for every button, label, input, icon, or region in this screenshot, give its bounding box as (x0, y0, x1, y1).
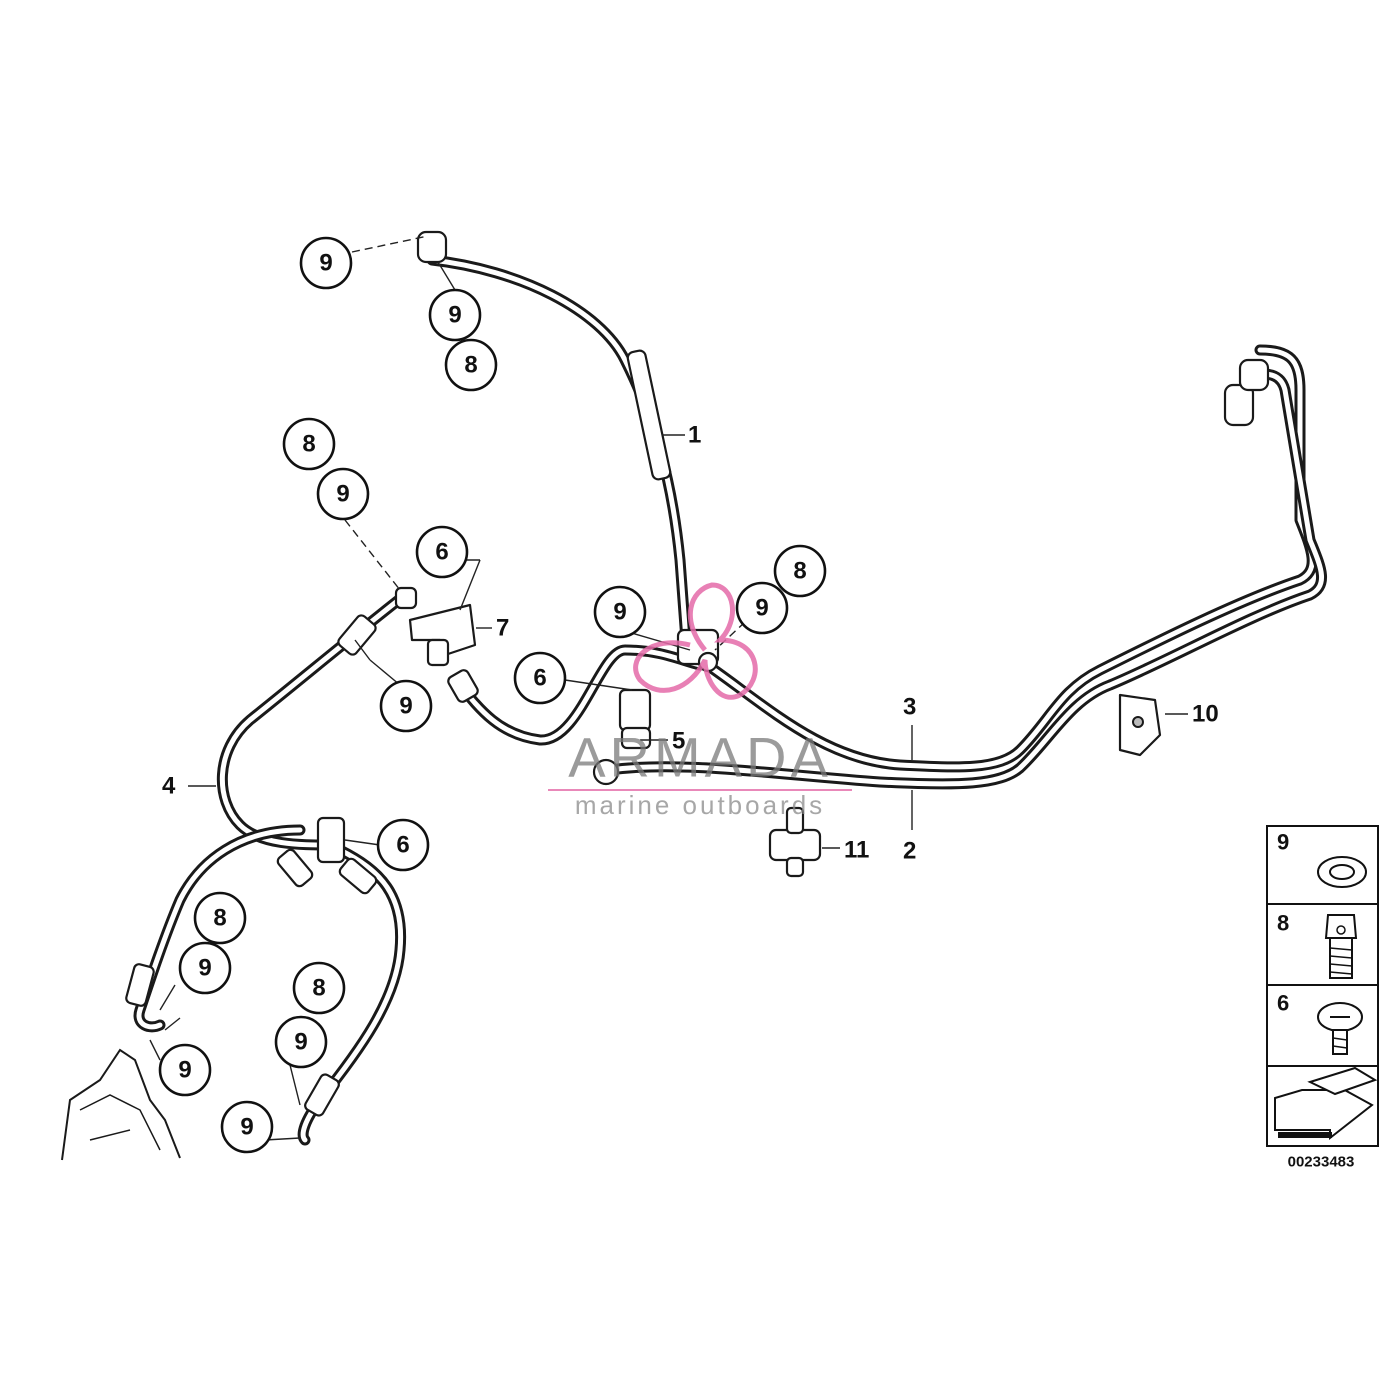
svg-text:6: 6 (435, 539, 448, 566)
line-part-2-inner (607, 371, 1325, 787)
callout-9-lower-left: 9 (178, 941, 232, 995)
diagram-reference-code: 00233483 (1288, 1154, 1355, 1171)
watermark-brand: ARMADA (568, 726, 832, 789)
callout-9-hose-4: 9 (379, 679, 433, 733)
svg-text:6: 6 (396, 832, 409, 859)
svg-text:9: 9 (319, 250, 332, 277)
legend-row-9: 9 (1277, 830, 1367, 888)
svg-text:9: 9 (198, 955, 211, 982)
union-fitting (447, 669, 479, 703)
svg-text:8: 8 (793, 558, 806, 585)
hose-part-4-inner (219, 592, 408, 848)
svg-text:9: 9 (755, 595, 768, 622)
stud-part-11 (768, 828, 822, 862)
hose-part-1-inner (429, 257, 689, 643)
callout-6-clip-mid: 6 (513, 651, 567, 705)
legend-label-9: 9 (1277, 830, 1289, 855)
top-banjo-fitting (416, 230, 448, 264)
watermark: ARMADA marine outboards (548, 582, 852, 820)
part-label-7: 7 (496, 615, 509, 642)
svg-text:8: 8 (302, 431, 315, 458)
svg-text:8: 8 (213, 905, 226, 932)
clip-lower (316, 816, 346, 864)
hose-sleeve-lower-b (338, 857, 378, 895)
clip-mid (618, 688, 652, 732)
clip-mid-lower (620, 726, 652, 750)
brake-lines (133, 254, 1328, 1146)
callout-9-lower-right: 9 (274, 1015, 328, 1069)
callout-9-bottom: 9 (220, 1100, 274, 1154)
callout-8-top: 8 (444, 338, 498, 392)
svg-text:9: 9 (178, 1057, 191, 1084)
hose-lower-right-inner (300, 847, 404, 1143)
hose-4-end-fitting (394, 586, 418, 610)
part-label-10: 10 (1192, 701, 1219, 728)
callout-9-junction-right: 9 (735, 581, 789, 635)
caliper-detail (79, 1094, 161, 1151)
callout-6-bracket: 6 (415, 525, 469, 579)
clip-10-hole (1132, 716, 1144, 728)
callout-9-top-left: 9 (299, 236, 353, 290)
watermark-tagline: marine outboards (575, 790, 825, 820)
hose-1-sleeve (626, 349, 672, 481)
hose-lower-left-inner (136, 827, 303, 1030)
callout-9-junction-left: 9 (593, 585, 647, 639)
hose-sleeve-right (304, 1073, 340, 1117)
svg-text:8: 8 (464, 352, 477, 379)
callout-9-caliper: 9 (158, 1043, 212, 1097)
stud-11-pin (785, 806, 805, 835)
caliper-outline (61, 1048, 181, 1161)
svg-text:9: 9 (240, 1114, 253, 1141)
bracket-7-fitting (426, 638, 450, 667)
svg-text:9: 9 (613, 599, 626, 626)
legend-label-8: 8 (1277, 911, 1289, 936)
callout-8-junction: 8 (773, 544, 827, 598)
screw-icon (1317, 1002, 1363, 1055)
fittings (61, 230, 1270, 1161)
rear-fitting-b (1238, 358, 1270, 392)
part-label-5: 5 (672, 728, 685, 755)
legend-row-8: 8 (1277, 911, 1358, 979)
line-part-5-inner (457, 647, 703, 743)
callout-9-mid-left: 9 (316, 467, 370, 521)
callouts: 9 9 8 8 9 6 9 6 9 9 8 6 8 9 9 8 9 9 (158, 236, 827, 1154)
part-label-11: 11 (844, 837, 869, 864)
part-labels: 1 2 3 4 5 7 10 11 (162, 422, 1219, 865)
part-label-1: 1 (688, 422, 701, 449)
callout-6-clip-lower: 6 (376, 818, 430, 872)
line-2-fitting (592, 758, 620, 786)
part-label-4: 4 (162, 773, 176, 800)
stud-11-pin-lower (785, 856, 805, 878)
callout-8-lower-right: 8 (292, 961, 346, 1015)
legend-label-6: 6 (1277, 991, 1289, 1016)
banjo-bolt-icon (1324, 914, 1358, 979)
part-label-2: 2 (903, 838, 916, 865)
hose-sleeve-lower-a (276, 848, 314, 888)
svg-text:8: 8 (312, 975, 325, 1002)
rear-fitting-a (1223, 383, 1255, 427)
part-label-3: 3 (903, 694, 916, 721)
svg-text:9: 9 (399, 693, 412, 720)
direction-arrow-icon (1274, 1066, 1378, 1141)
callout-9-top: 9 (428, 288, 482, 342)
svg-text:9: 9 (336, 481, 349, 508)
svg-text:9: 9 (448, 302, 461, 329)
callout-8-lower-left: 8 (193, 891, 247, 945)
legend-row-6: 6 (1277, 991, 1363, 1055)
hose-4-sleeve (337, 614, 377, 656)
svg-text:6: 6 (533, 665, 546, 692)
svg-text:9: 9 (294, 1029, 307, 1056)
watermark-logo (633, 582, 758, 700)
legend-table: 9 8 6 (1266, 825, 1379, 1147)
callout-8-mid-left: 8 (282, 417, 336, 471)
hose-sleeve-left (125, 963, 155, 1007)
